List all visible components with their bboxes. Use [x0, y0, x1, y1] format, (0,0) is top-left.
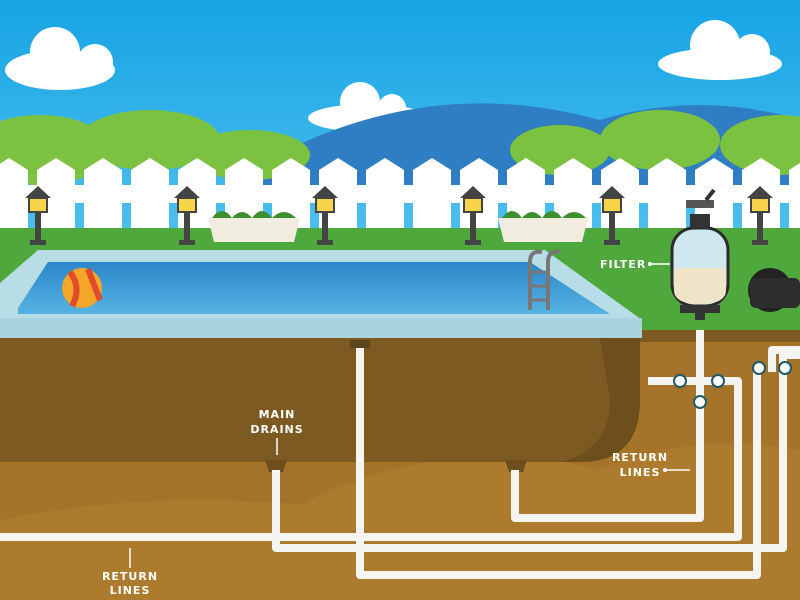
garden-lamp: [747, 186, 773, 245]
fence-picket: [0, 158, 28, 230]
svg-text:LINES: LINES: [110, 584, 151, 597]
fence-picket: [131, 158, 169, 230]
return-lines-label-right: RETURN LINES: [612, 451, 690, 479]
fence-picket: [84, 158, 122, 230]
garden-lamp: [312, 186, 338, 245]
main-drains-label: MAIN DRAINS: [250, 408, 303, 455]
cloud: [5, 27, 115, 90]
garden-lamps: [25, 186, 773, 245]
skimmer-pipe: [356, 345, 761, 579]
upper-return-pipe: [768, 346, 800, 372]
filter-label-text: FILTER: [600, 258, 646, 271]
pool-ladder: [528, 249, 561, 310]
fence-picket: [789, 163, 800, 230]
right-soil-layer: [630, 330, 800, 342]
skimmer-grate: [350, 340, 370, 348]
cloud: [658, 20, 782, 80]
garden-lamp: [25, 186, 51, 245]
second-drain-pipe: [511, 330, 704, 522]
filter-label: FILTER: [600, 258, 670, 271]
return-lines-label-left: RETURN LINES: [102, 548, 158, 597]
sand-filter: [670, 188, 730, 320]
planters: [208, 211, 588, 242]
soil-hills: [0, 443, 800, 600]
fence: [0, 158, 800, 230]
return-line-pipe: [0, 377, 742, 541]
fence-picket: [413, 158, 451, 230]
planter: [208, 211, 300, 242]
fence-picket: [648, 158, 686, 230]
svg-text:LINES: LINES: [620, 466, 661, 479]
beach-ball: [62, 267, 103, 308]
garden-lamp: [599, 186, 625, 245]
pool-wall: [0, 318, 642, 338]
svg-text:MAIN: MAIN: [259, 408, 296, 421]
fence-picket: [554, 158, 592, 230]
pool-shell: [0, 338, 640, 462]
fence-picket: [366, 158, 404, 230]
fence-picket: [272, 158, 310, 230]
planter: [498, 211, 588, 242]
pool-water: [18, 262, 610, 314]
pool-pump: [748, 268, 800, 312]
pool-shell-shade: [560, 338, 640, 462]
svg-text:DRAINS: DRAINS: [250, 423, 303, 436]
svg-text:RETURN: RETURN: [102, 570, 158, 583]
garden-lamp: [174, 186, 200, 245]
valves: [673, 361, 792, 409]
main-drain-pipe: [272, 351, 800, 552]
fence-picket: [507, 158, 545, 230]
fence-picket: [225, 158, 263, 230]
pipes: [0, 330, 800, 579]
garden-lamp: [460, 186, 486, 245]
fence-picket: [695, 158, 733, 230]
svg-text:RETURN: RETURN: [612, 451, 668, 464]
